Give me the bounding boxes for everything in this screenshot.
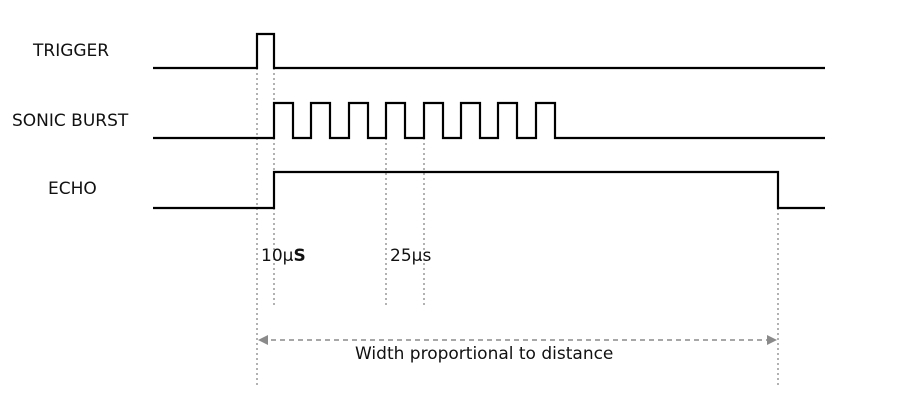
echo-waveform (153, 170, 825, 210)
trigger-pulse-unit: S (293, 246, 306, 266)
sonic-burst-label: SONIC BURST (12, 111, 129, 131)
trigger-label: TRIGGER (33, 41, 110, 61)
trigger-pulse-value: 10µ (261, 246, 294, 266)
sonic-burst-waveform (153, 101, 825, 140)
echo-width-label: Width proportional to distance (355, 344, 614, 364)
echo-label: ECHO (48, 179, 97, 199)
trigger-waveform (153, 32, 825, 70)
trigger-pulse-duration-label: 10µS (261, 248, 306, 265)
echo-width-arrowhead-right (767, 335, 777, 345)
burst-period-label: 25µs (390, 246, 432, 266)
echo-width-arrowhead-left (258, 335, 268, 345)
